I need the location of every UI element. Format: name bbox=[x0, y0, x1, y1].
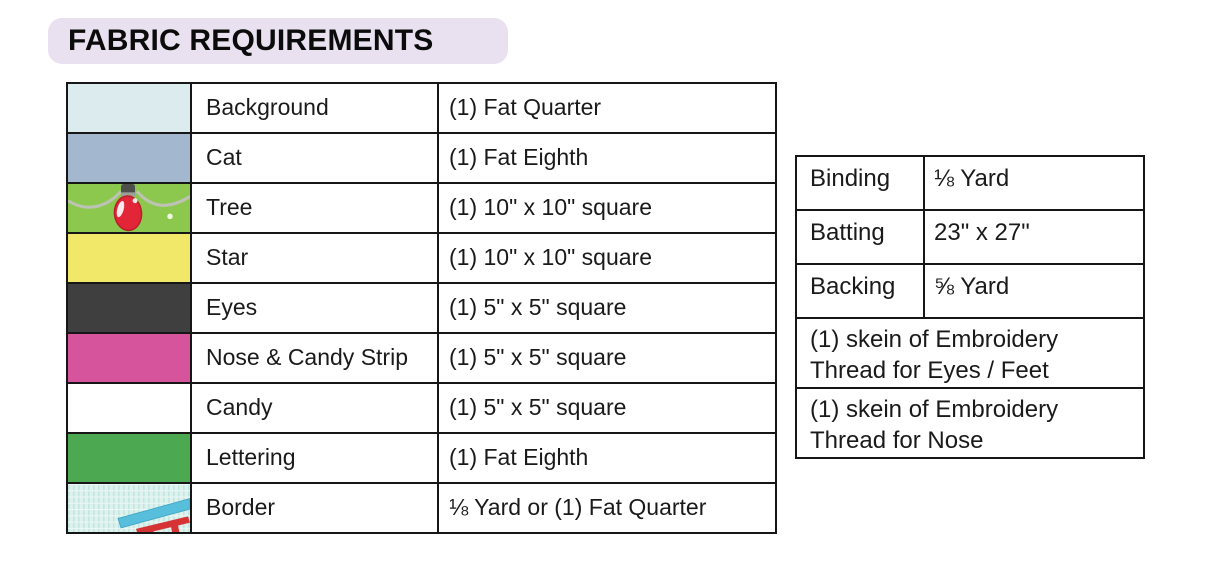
fabric-quantity: (1) 5" x 5" square bbox=[439, 284, 777, 334]
border-fabric-print-icon bbox=[68, 484, 190, 532]
note-line: (1) skein of Embroidery bbox=[810, 326, 1059, 353]
swatch-background bbox=[68, 84, 192, 134]
fabric-name: Eyes bbox=[192, 284, 439, 334]
fabric-name: Lettering bbox=[192, 434, 439, 484]
swatch-border bbox=[68, 484, 192, 534]
fabric-name: Cat bbox=[192, 134, 439, 184]
notion-value: ⅝ Yard bbox=[925, 265, 1145, 319]
fabric-quantity: (1) 5" x 5" square bbox=[439, 334, 777, 384]
notion-name: Backing bbox=[797, 265, 925, 319]
embroidery-thread-note-eyes-feet: (1) skein of Embroidery Thread for Eyes … bbox=[797, 319, 1145, 389]
note-line: Thread for Nose bbox=[810, 427, 984, 454]
fabric-quantity: ⅛ Yard or (1) Fat Quarter bbox=[439, 484, 777, 534]
embroidery-thread-note-nose: (1) skein of Embroidery Thread for Nose bbox=[797, 389, 1145, 459]
page-title: FABRIC REQUIREMENTS bbox=[68, 24, 434, 57]
christmas-light-print-icon bbox=[68, 184, 190, 232]
swatch-candy bbox=[68, 384, 192, 434]
notion-name: Batting bbox=[797, 211, 925, 265]
fabric-quantity: (1) Fat Eighth bbox=[439, 134, 777, 184]
notion-value: ⅛ Yard bbox=[925, 157, 1145, 211]
notions-table: Binding ⅛ Yard Batting 23" x 27" Backing… bbox=[795, 155, 1145, 459]
notion-value: 23" x 27" bbox=[925, 211, 1145, 265]
fabric-name: Background bbox=[192, 84, 439, 134]
fabric-quantity: (1) 5" x 5" square bbox=[439, 384, 777, 434]
fabric-name: Candy bbox=[192, 384, 439, 434]
fabric-quantity: (1) 10" x 10" square bbox=[439, 184, 777, 234]
notion-name: Binding bbox=[797, 157, 925, 211]
swatch-nose-candy-strip bbox=[68, 334, 192, 384]
fabric-quantity: (1) Fat Quarter bbox=[439, 84, 777, 134]
fabric-quantity: (1) Fat Eighth bbox=[439, 434, 777, 484]
section-header: FABRIC REQUIREMENTS bbox=[48, 18, 508, 64]
swatch-tree bbox=[68, 184, 192, 234]
fabric-name: Nose & Candy Strip bbox=[192, 334, 439, 384]
note-line: (1) skein of Embroidery bbox=[810, 396, 1059, 423]
fabric-quantity: (1) 10" x 10" square bbox=[439, 234, 777, 284]
swatch-star bbox=[68, 234, 192, 284]
swatch-lettering bbox=[68, 434, 192, 484]
swatch-eyes bbox=[68, 284, 192, 334]
fabric-name: Star bbox=[192, 234, 439, 284]
swatch-cat bbox=[68, 134, 192, 184]
fabric-name: Tree bbox=[192, 184, 439, 234]
fabric-name: Border bbox=[192, 484, 439, 534]
note-line: Thread for Eyes / Feet bbox=[810, 357, 1049, 384]
fabric-requirements-table: Background (1) Fat Quarter Cat (1) Fat E… bbox=[66, 82, 777, 534]
